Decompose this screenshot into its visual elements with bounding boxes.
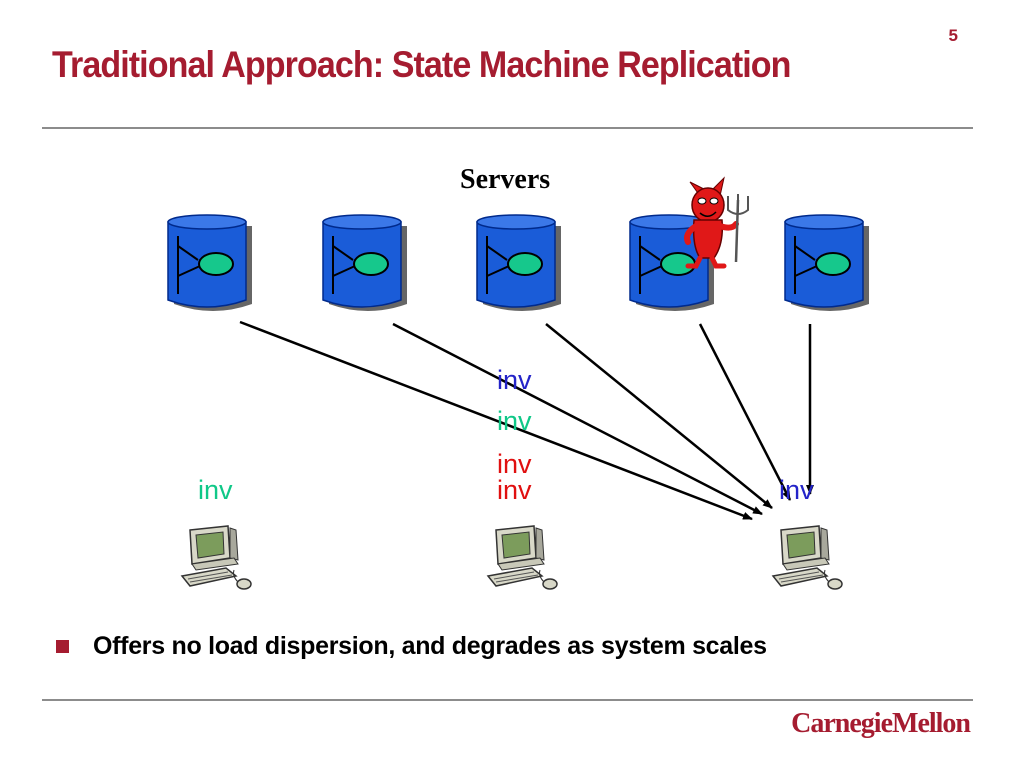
computer-client-middle-icon xyxy=(487,525,558,590)
server-1-icon xyxy=(167,214,253,312)
servers-label: Servers xyxy=(460,164,551,195)
server-2-icon xyxy=(322,214,408,312)
inv-stack-green: inv xyxy=(497,406,532,436)
arrow-server-1 xyxy=(239,320,753,521)
slide-title: Traditional Approach: State Machine Repl… xyxy=(52,44,791,85)
arrow-server-2 xyxy=(392,322,763,516)
inv-client-middle: inv xyxy=(497,475,532,505)
arrow-server-4 xyxy=(698,323,792,501)
top-divider xyxy=(42,127,973,129)
inv-stack-blue: inv xyxy=(497,365,532,395)
bottom-divider xyxy=(42,699,973,701)
bullet-text: Offers no load dispersion, and degrades … xyxy=(93,632,767,660)
bullet-marker xyxy=(56,640,69,653)
devil-icon xyxy=(684,176,749,269)
bullet-item: Offers no load dispersion, and degrades … xyxy=(56,632,767,661)
server-3-icon xyxy=(476,214,562,312)
inv-stack-red: inv xyxy=(497,449,532,479)
computer-client-left-icon xyxy=(181,525,252,590)
slide-number: 5 xyxy=(948,26,958,45)
inv-client-right: inv xyxy=(779,475,814,505)
server-5-icon xyxy=(784,214,870,312)
arrow-server-3 xyxy=(545,323,773,509)
carnegie-mellon-logo: CarnegieMellon xyxy=(791,708,971,739)
inv-client-left: inv xyxy=(198,475,233,505)
computer-client-right-icon xyxy=(772,525,843,590)
